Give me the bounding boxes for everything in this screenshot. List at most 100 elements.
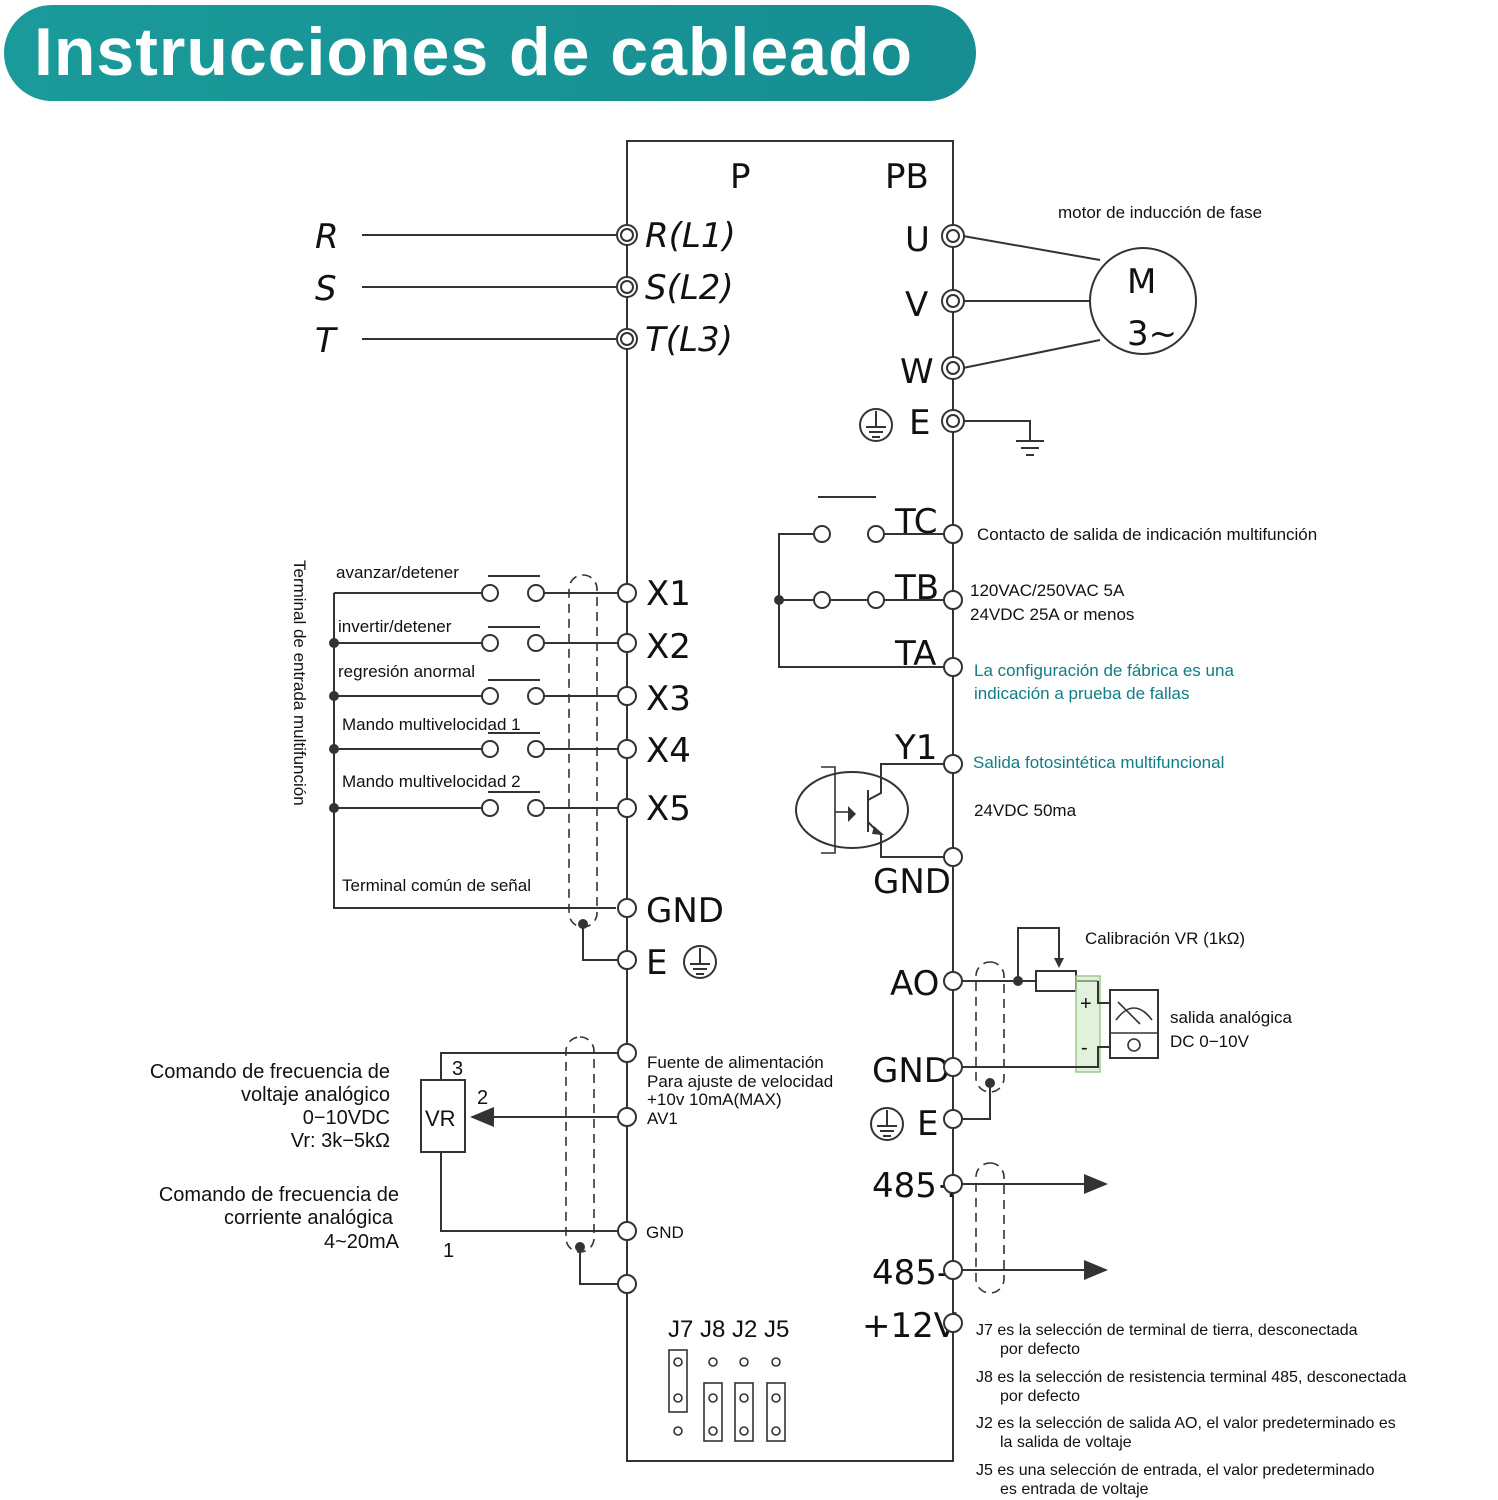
meter-plus: + [1080, 993, 1092, 1015]
terminal-x3 [617, 686, 637, 706]
supply-line-2: Para ajuste de velocidad [647, 1072, 833, 1091]
terminal-y1-gnd [943, 847, 963, 867]
relay-terminal-tb: TB [894, 568, 939, 608]
bus-label-pb: PB [885, 157, 929, 197]
inputs-vertical-label: Terminal de entrada multifunción [290, 560, 309, 806]
analog-voltage-line-2: voltaje analógico [241, 1084, 390, 1106]
relay-desc-3: 24VDC 25A or menos [970, 605, 1134, 624]
analog-input: Comando de frecuencia de voltaje analógi… [150, 1036, 833, 1294]
jumper-note-j5-2: es entrada de voltaje [1000, 1481, 1149, 1498]
terminal-gnd-analog [617, 1221, 637, 1241]
analog-output-label: salida analógica [1170, 1008, 1292, 1027]
vr-label: VR [425, 1106, 456, 1131]
terminal-label-x4: X4 [646, 731, 691, 771]
meter-highlight [1075, 975, 1101, 1073]
jumper-label-j8: J8 [700, 1316, 725, 1343]
terminal-x5 [617, 798, 637, 818]
terminal-12v [943, 1313, 963, 1333]
shielded-cable-icon [568, 574, 598, 928]
jumper-note-j7-2: por defecto [1000, 1341, 1080, 1358]
potentiometer-vr [420, 1079, 466, 1153]
vr-pin-2: 2 [477, 1087, 488, 1109]
terminal-label-x2: X2 [646, 627, 691, 667]
calibration-resistor [1035, 970, 1077, 992]
terminal-485-plus [943, 1174, 963, 1194]
v12-label: +12V [862, 1306, 957, 1346]
jumper-note-j8-2: por defecto [1000, 1388, 1080, 1405]
terminal-x1 [617, 583, 637, 603]
ao-e-label: E [917, 1104, 938, 1144]
jumpers: J7 J8 J2 J5 [668, 1316, 789, 1442]
y1-output: Y1 GND Salida fotosintética multifuncion… [795, 728, 1224, 902]
input-label-x5: Mando multivelocidad 2 [342, 772, 521, 791]
terminal-label-r-l1: R(L1) [645, 216, 736, 256]
jumper-j8 [703, 1382, 723, 1442]
common-label: Terminal común de señal [342, 876, 531, 895]
communication: 485+ 485- +12V [862, 1162, 1108, 1346]
supply-av1: AV1 [647, 1109, 678, 1128]
terminal-label-x1: X1 [646, 574, 691, 614]
relay-desc-2: 120VAC/250VAC 5A [970, 581, 1125, 600]
jumper-note-j2-2: la salida de voltaje [1000, 1434, 1132, 1451]
analog-voltage-line-1: Comando de frecuencia de [150, 1061, 390, 1083]
terminal-label-e-out: E [909, 403, 930, 443]
digital-inputs: Terminal de entrada multifunción avanzar… [290, 560, 724, 983]
jumper-j7 [668, 1349, 688, 1413]
terminal-av1 [617, 1107, 637, 1127]
terminal-label-x3: X3 [646, 679, 691, 719]
terminal-label-v: V [905, 285, 928, 325]
vr-pin-1: 1 [443, 1240, 454, 1262]
analog-output: AO GND E Calibración VR (1kΩ) + - [870, 927, 1292, 1144]
motor-output: motor de inducción de fase M 3~ U V W E [859, 203, 1262, 456]
line-label-t: T [315, 321, 338, 361]
relay-factory-2: indicación a prueba de fallas [974, 684, 1189, 703]
voltmeter-icon [1109, 989, 1159, 1059]
input-label-x1: avanzar/detener [336, 563, 459, 582]
analog-voltage-line-3: 0−10VDC [303, 1107, 390, 1129]
input-label-x4: Mando multivelocidad 1 [342, 715, 521, 734]
motor-label: M [1127, 262, 1156, 302]
y1-terminal-label: Y1 [894, 728, 937, 768]
meter-minus: - [1081, 1037, 1088, 1059]
terminal-label-s-l2: S(L2) [645, 268, 734, 308]
jumper-note-j5-1: J5 es una selección de entrada, el valor… [976, 1462, 1375, 1479]
ao-terminal-label: AO [890, 964, 939, 1004]
earth-icon [683, 945, 717, 979]
shielded-cable-icon [975, 961, 1005, 1093]
supply-line-3: +10v 10mA(MAX) [647, 1090, 782, 1109]
optocoupler-icon [795, 771, 909, 849]
y1-desc: Salida fotosintética multifuncional [973, 753, 1224, 772]
relay-factory-1: La configuración de fábrica es una [974, 661, 1234, 680]
bus-label-p: P [730, 157, 751, 197]
terminal-label-gnd-common: GND [646, 891, 724, 931]
y1-rating: 24VDC 50ma [974, 801, 1077, 820]
terminal-label-w: W [900, 352, 934, 392]
vr-pin-3: 3 [452, 1058, 463, 1080]
shielded-cable-icon [565, 1036, 595, 1253]
jumper-label-j2: J2 [732, 1316, 757, 1343]
jumper-label-j5: J5 [764, 1316, 789, 1343]
supply-line-1: Fuente de alimentación [647, 1053, 824, 1072]
terminal-10v [617, 1043, 637, 1063]
line-label-s: S [315, 269, 337, 309]
analog-voltage-line-4: Vr: 3k−5kΩ [291, 1130, 390, 1152]
terminal-ao-e [943, 1109, 963, 1129]
relay-desc-1: Contacto de salida de indicación multifu… [977, 525, 1317, 544]
jumper-j2 [734, 1382, 754, 1442]
terminal-ta [943, 657, 963, 677]
ground-icon [964, 420, 1044, 456]
jumper-note-j7-1: J7 es la selección de terminal de tierra… [976, 1322, 1358, 1339]
terminal-shield [617, 1274, 637, 1294]
terminal-ao [943, 971, 963, 991]
page-title: Instrucciones de cableado [34, 14, 914, 90]
analog-output-range: DC 0−10V [1170, 1032, 1250, 1051]
jumper-notes: J7 es la selección de terminal de tierra… [976, 1322, 1407, 1498]
rs485-minus-label: 485- [872, 1253, 949, 1293]
jumper-label-j7: J7 [668, 1316, 693, 1343]
ao-gnd-label: GND [872, 1051, 950, 1091]
analog-current-line-1: Comando de frecuencia de [159, 1184, 399, 1206]
terminal-y1 [943, 754, 963, 774]
earth-icon [859, 408, 893, 442]
input-label-x2: invertir/detener [338, 617, 452, 636]
